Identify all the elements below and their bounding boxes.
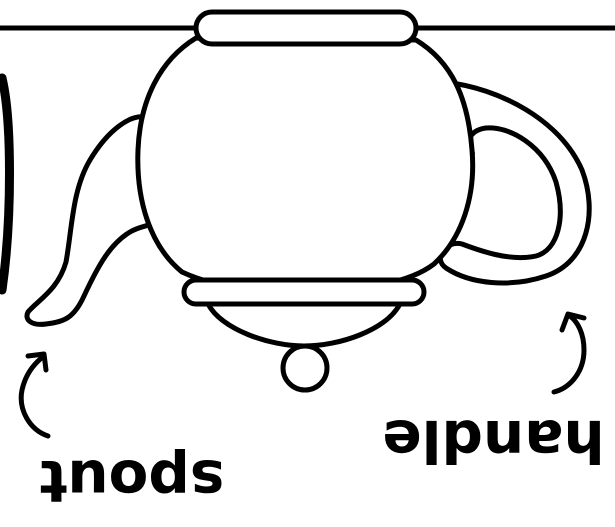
handle-arrow (554, 316, 584, 392)
teapot-lid-knob (283, 346, 327, 390)
teapot-base-band (184, 280, 424, 304)
teapot-lid (208, 304, 400, 346)
teapot-rim-band (196, 12, 416, 44)
spout-label: spout (22, 452, 242, 510)
handle-label: handle (372, 412, 615, 470)
left-edge-shape (2, 78, 10, 290)
teapot-body (138, 38, 473, 292)
